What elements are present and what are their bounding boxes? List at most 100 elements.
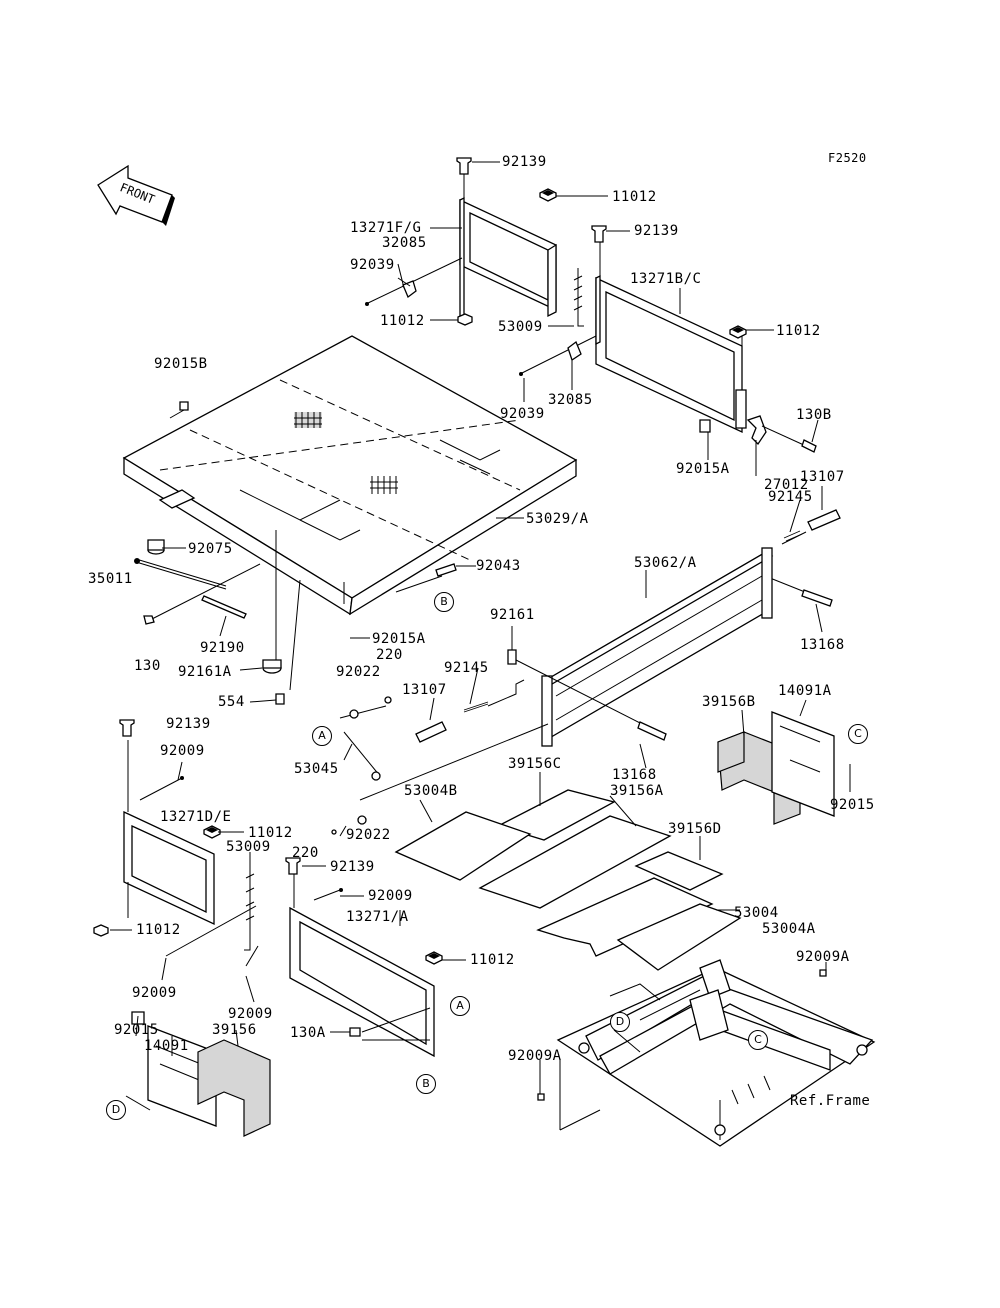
label-92009-left: 92009 (160, 743, 205, 759)
label-53045: 53045 (294, 761, 339, 777)
label-554: 554 (218, 694, 245, 710)
cap-92139-top-icon (456, 157, 472, 175)
label-53009-left: 53009 (226, 839, 271, 855)
callout-c-frame: C (748, 1030, 768, 1050)
callout-b-upper: B (434, 592, 454, 612)
liner-39156 (197, 1039, 271, 1137)
label-92015-right: 92015 (830, 797, 875, 813)
label-11012-middle: 11012 (470, 952, 515, 968)
bracket-53009-lower (165, 862, 259, 967)
bolt-130a-icon (349, 1007, 431, 1041)
label-92190: 92190 (200, 640, 245, 656)
label-53029a: 53029/A (526, 511, 589, 527)
label-92009-middle: 92009 (368, 888, 413, 904)
label-13168-middle: 13168 (612, 767, 657, 783)
label-92009a-right: 92009A (796, 949, 850, 965)
front-arrow-icon: FRONT (97, 164, 175, 226)
label-130b: 130B (796, 407, 832, 423)
label-92039-left: 92039 (350, 257, 395, 273)
washer-92022-icon (331, 696, 392, 835)
label-11012-right: 11012 (776, 323, 821, 339)
liner-14091a (771, 711, 835, 817)
label-13168-right: 13168 (800, 637, 845, 653)
label-92022-a: 92022 (336, 664, 381, 680)
label-92009a-left: 92009A (508, 1048, 562, 1064)
label-13107-right: 13107 (800, 469, 845, 485)
label-53009-right: 53009 (498, 319, 543, 335)
label-92161a: 92161A (178, 664, 232, 680)
label-92139-top: 92139 (502, 154, 547, 170)
label-92015a-left: 92015A (372, 631, 426, 647)
label-92043: 92043 (476, 558, 521, 574)
label-92015-left: 92015 (114, 1022, 159, 1038)
label-53004b: 53004B (404, 783, 458, 799)
cap-11012-right-icon (729, 325, 747, 339)
label-92139-right: 92139 (634, 223, 679, 239)
cap-11012-top-icon (539, 188, 557, 202)
ref-frame-label: Ref.Frame (790, 1093, 871, 1109)
tailgate-53062a (507, 547, 774, 747)
label-92139-middle: 92139 (330, 859, 375, 875)
leader-lines (110, 161, 851, 1111)
label-13271fg: 13271F/G (350, 220, 422, 236)
label-53004: 53004 (734, 905, 779, 921)
callout-c-right: C (848, 724, 868, 744)
label-11012-lowerleft: 11012 (248, 825, 293, 841)
rod-35011 (134, 558, 227, 590)
label-27012: 27012 (764, 477, 809, 493)
label-92145-middle: 92145 (444, 660, 489, 676)
pin-554-icon (275, 693, 285, 705)
label-32085-right: 32085 (548, 392, 593, 408)
label-39156b: 39156B (702, 694, 756, 710)
panel-53004b (394, 811, 532, 881)
bumper-92075-icon (147, 539, 165, 555)
label-14091a: 14091A (778, 683, 832, 699)
label-92145-right: 92145 (768, 489, 813, 505)
callout-a-lower: A (450, 996, 470, 1016)
label-92015b: 92015B (154, 356, 208, 372)
label-39156: 39156 (212, 1022, 257, 1038)
pin-13107-right (781, 509, 841, 545)
label-11012-top: 11012 (612, 189, 657, 205)
rod-92190 (201, 595, 247, 619)
frame-reference (537, 959, 876, 1147)
panel-39156a (478, 815, 672, 909)
pin-13107-middle (415, 721, 447, 743)
label-39156c: 39156C (508, 756, 562, 772)
cable-53045 (339, 705, 549, 801)
label-11012-left: 11012 (380, 313, 425, 329)
callout-d-left: D (106, 1100, 126, 1120)
side-panel-13271bc (519, 236, 817, 453)
label-92161: 92161 (490, 607, 535, 623)
cap-11012-lowerleft-icon (93, 825, 221, 937)
label-220-b: 220 (292, 845, 319, 861)
figure-code: F2520 (828, 151, 867, 165)
label-32085-left: 32085 (382, 235, 427, 251)
cap-11012-middle-icon (425, 951, 443, 965)
callout-b-lower: B (416, 1074, 436, 1094)
label-220-a: 220 (376, 647, 403, 663)
label-13107-middle: 13107 (402, 682, 447, 698)
side-panel-13271de (123, 740, 215, 926)
label-92022-b: 92022 (346, 827, 391, 843)
label-130: 130 (134, 658, 161, 674)
label-13271a: 13271/A (346, 909, 409, 925)
callout-d-frame: D (610, 1012, 630, 1032)
label-92009-bottom-2: 92009 (228, 1006, 273, 1022)
label-92139-left: 92139 (166, 716, 211, 732)
cargo-bed-53029a (122, 335, 578, 691)
label-53062a: 53062/A (634, 555, 697, 571)
label-39156a: 39156A (610, 783, 664, 799)
cap-92139-right-icon (591, 225, 607, 243)
label-35011: 35011 (88, 571, 133, 587)
label-11012-bottom: 11012 (136, 922, 181, 938)
label-13271bc: 13271B/C (630, 271, 702, 287)
bracket-53009-top (573, 268, 584, 327)
callout-a-left: A (312, 726, 332, 746)
pin-92145-middle (463, 679, 525, 713)
bolt-13168-right (769, 577, 833, 607)
panel-39156d (634, 851, 724, 891)
label-92075: 92075 (188, 541, 233, 557)
